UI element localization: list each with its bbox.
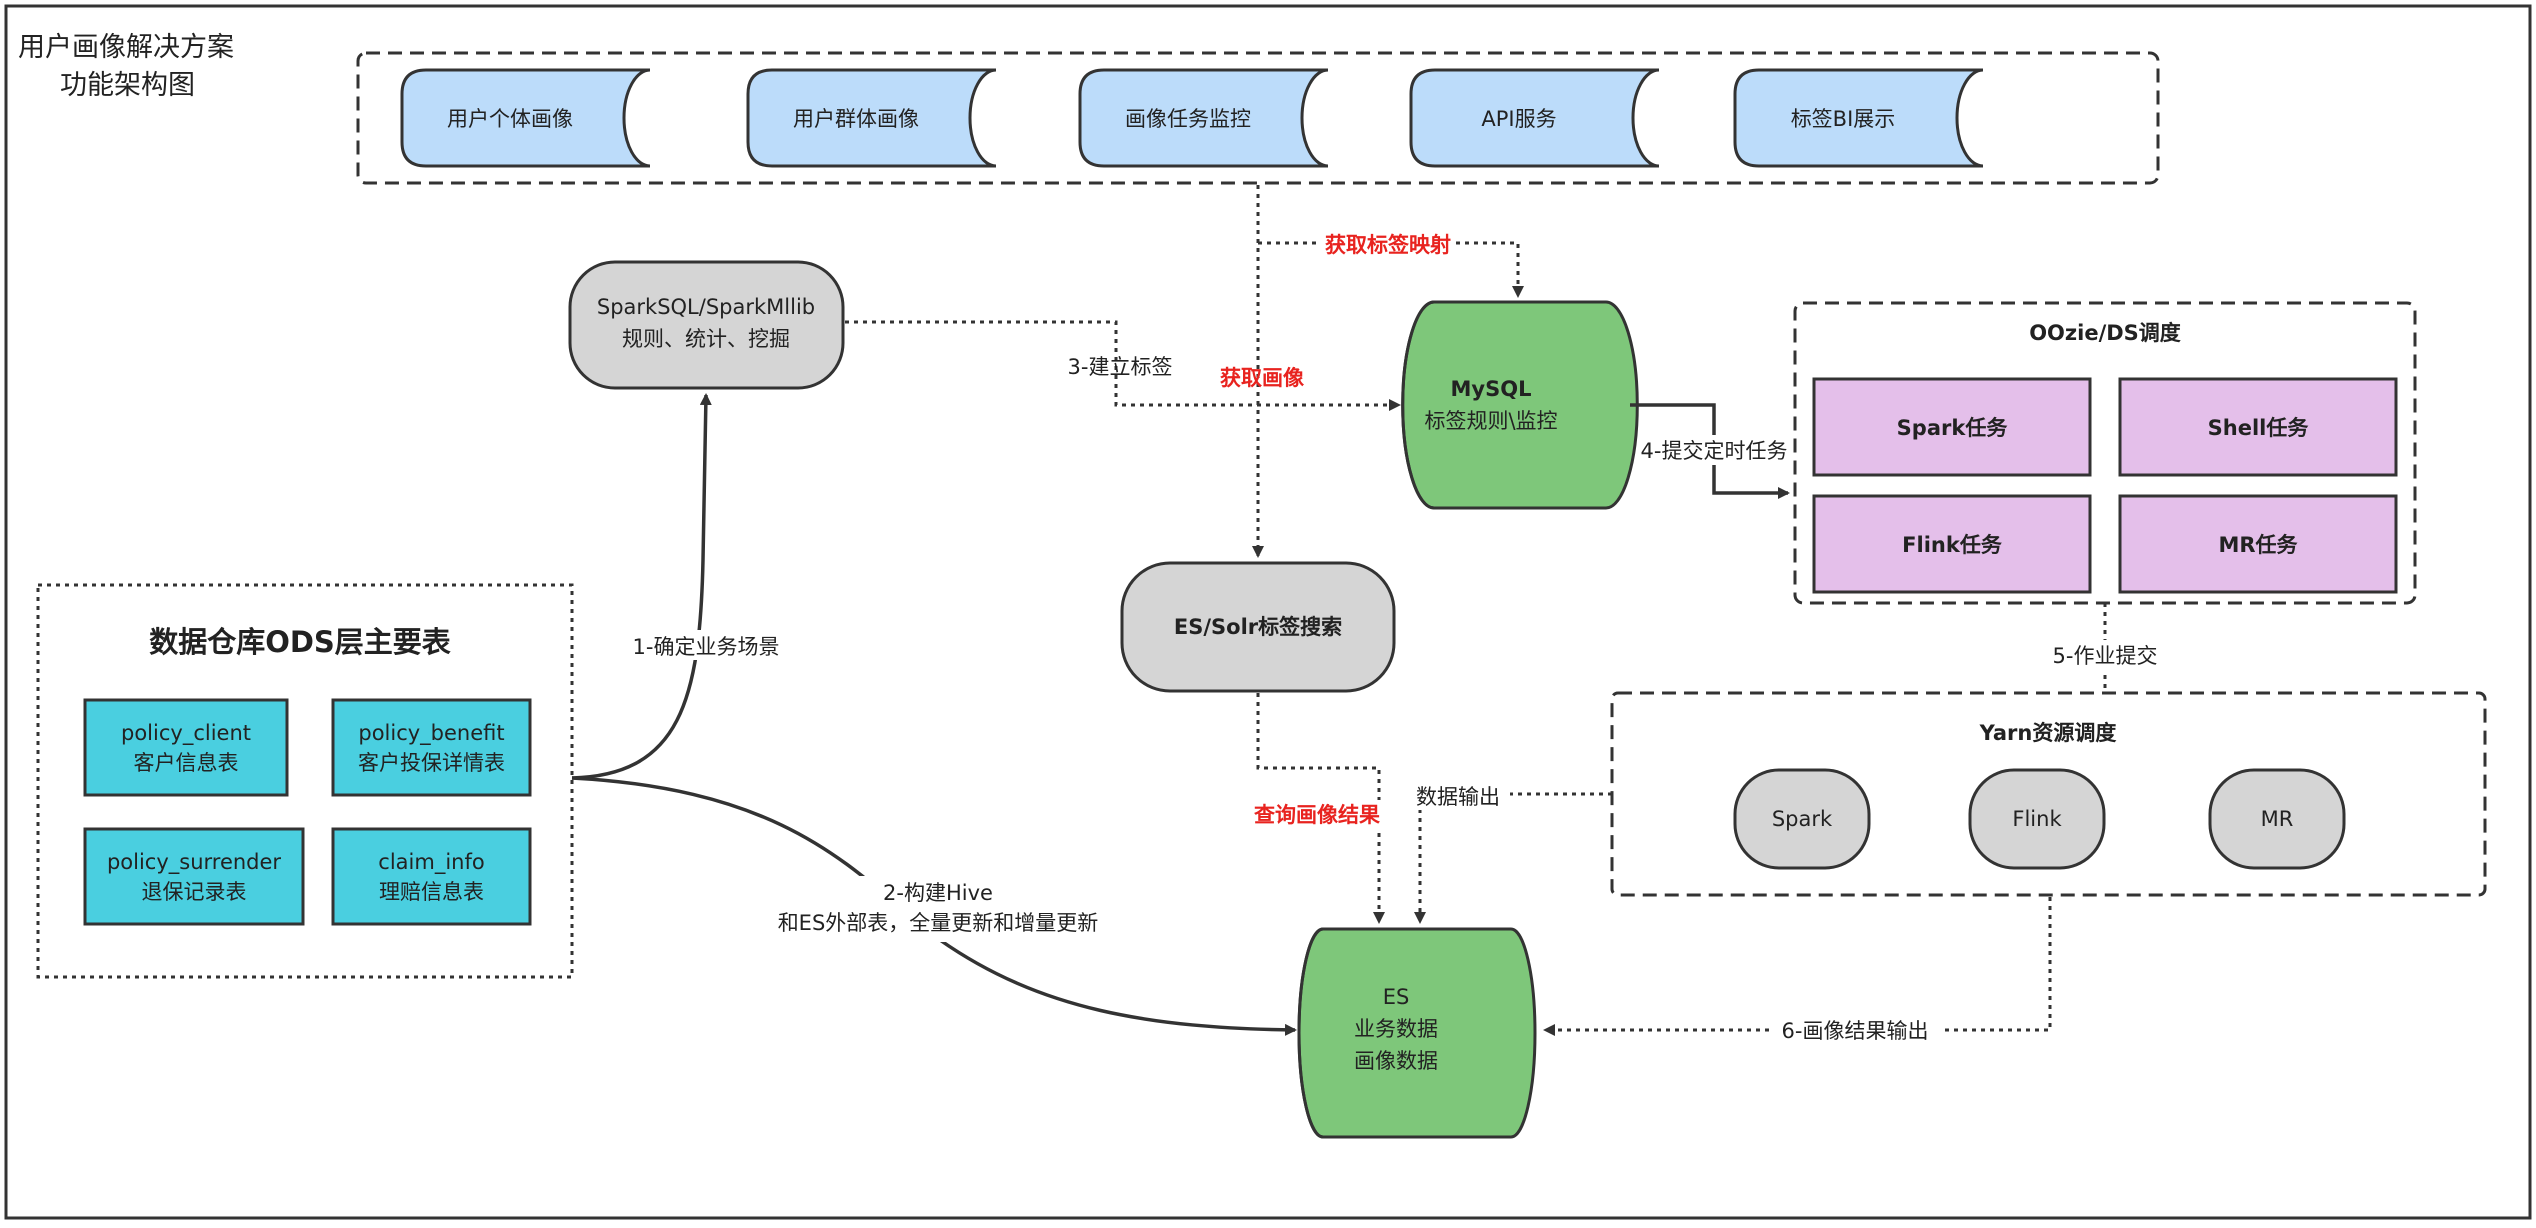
yarn-engine-label: Flink xyxy=(2012,807,2062,831)
ods-table-desc: 理赔信息表 xyxy=(379,880,484,904)
oozie-task-1[interactable]: Spark任务 xyxy=(1812,377,2092,477)
edge-confirm-scene xyxy=(571,393,712,780)
oozie-task-label: Shell任务 xyxy=(2208,416,2310,440)
yarn-engine-1[interactable]: Spark xyxy=(1733,768,1871,870)
edge-label-get-profile: 获取画像 xyxy=(1220,366,1305,390)
ods-table-4[interactable]: claim_info 理赔信息表 xyxy=(331,827,532,926)
edge-label-build-hive: 2-构建Hive xyxy=(883,881,993,905)
diagram-subtitle: 功能架构图 xyxy=(60,70,195,101)
oozie-scheduler-group: OOzie/DS调度 Spark任务 Shell任务 Flink任务 MR任务 xyxy=(1793,301,2417,605)
ods-table-desc: 客户投保详情表 xyxy=(358,751,505,775)
es-solr-label: ES/Solr标签搜索 xyxy=(1174,615,1342,639)
diagram-title: 用户画像解决方案 xyxy=(18,32,234,63)
edge-label-query-result: 查询画像结果 xyxy=(1254,803,1380,827)
es-store-sublabel-business: 业务数据 xyxy=(1354,1017,1438,1041)
ods-title: 数据仓库ODS层主要表 xyxy=(149,625,451,659)
yarn-resource-group: Yarn资源调度 Spark Flink MR xyxy=(1610,691,2487,897)
mysql-db[interactable]: MySQL 标签规则\监控 xyxy=(1401,300,1639,510)
top-module-2[interactable]: 用户群体画像 xyxy=(746,68,997,168)
yarn-title: Yarn资源调度 xyxy=(1979,721,2117,745)
oozie-task-4[interactable]: MR任务 xyxy=(2118,494,2398,594)
edge-label-submit-timed: 4-提交定时任务 xyxy=(1641,439,1788,463)
ods-table-name: policy_client xyxy=(121,721,251,746)
oozie-task-2[interactable]: Shell任务 xyxy=(2118,377,2398,477)
ods-table-name: claim_info xyxy=(378,850,484,875)
es-data-store[interactable]: ES 业务数据 画像数据 xyxy=(1297,927,1537,1139)
oozie-task-label: Spark任务 xyxy=(1897,416,2009,440)
spark-sql-label: SparkSQL/SparkMllib xyxy=(597,295,815,319)
es-solr-search-node[interactable]: ES/Solr标签搜索 xyxy=(1120,561,1396,693)
edge-label-job-submit: 5-作业提交 xyxy=(2053,644,2158,668)
ods-table-1[interactable]: policy_client 客户信息表 xyxy=(83,698,289,797)
edge-label-build-tag: 3-建立标签 xyxy=(1068,355,1173,379)
top-module-3[interactable]: 画像任务监控 xyxy=(1078,68,1329,168)
yarn-engine-label: Spark xyxy=(1772,807,1833,831)
mysql-label: MySQL xyxy=(1451,377,1532,401)
oozie-task-label: Flink任务 xyxy=(1902,533,2003,557)
spark-sql-sublabel: 规则、统计、挖掘 xyxy=(622,327,790,351)
top-module-label: 画像任务监控 xyxy=(1125,107,1251,131)
ods-table-group: 数据仓库ODS层主要表 policy_client 客户信息表 policy_ben… xyxy=(36,583,574,979)
edge-label-build-hive-sub: 和ES外部表，全量更新和增量更新 xyxy=(778,911,1099,935)
top-module-label: 标签BI展示 xyxy=(1791,107,1896,131)
top-module-label: API服务 xyxy=(1481,107,1556,131)
oozie-title: OOzie/DS调度 xyxy=(2029,321,2181,345)
edge-build-tag xyxy=(845,320,1401,411)
edge-label-profile-output: 6-画像结果输出 xyxy=(1782,1019,1929,1043)
yarn-engine-3[interactable]: MR xyxy=(2208,768,2346,870)
top-module-1[interactable]: 用户个体画像 xyxy=(400,68,651,168)
ods-table-desc: 退保记录表 xyxy=(142,880,247,904)
es-store-sublabel-profile: 画像数据 xyxy=(1354,1049,1438,1073)
oozie-task-3[interactable]: Flink任务 xyxy=(1812,494,2092,594)
top-module-group: 用户个体画像 用户群体画像 画像任务监控 API服务 标签BI展示 xyxy=(356,51,2160,185)
top-module-label: 用户群体画像 xyxy=(793,107,919,131)
ods-table-3[interactable]: policy_surrender 退保记录表 xyxy=(83,827,305,926)
top-module-5[interactable]: 标签BI展示 xyxy=(1733,68,1984,168)
oozie-task-label: MR任务 xyxy=(2218,533,2298,557)
yarn-engine-2[interactable]: Flink xyxy=(1968,768,2106,870)
ods-table-2[interactable]: policy_benefit 客户投保详情表 xyxy=(331,698,532,797)
spark-sql-node[interactable]: SparkSQL/SparkMllib 规则、统计、挖掘 xyxy=(568,260,845,390)
mysql-sublabel: 标签规则\监控 xyxy=(1424,409,1557,433)
yarn-engine-label: MR xyxy=(2261,807,2294,831)
ods-table-name: policy_benefit xyxy=(358,721,504,746)
edge-label-tag-mapping: 获取标签映射 xyxy=(1325,233,1451,257)
edge-label-confirm-scene: 1-确定业务场景 xyxy=(633,635,780,659)
edge-profile-output xyxy=(1543,897,2052,1036)
top-module-4[interactable]: API服务 xyxy=(1409,68,1660,168)
es-store-label: ES xyxy=(1383,985,1410,1009)
ods-table-desc: 客户信息表 xyxy=(134,751,239,775)
edge-query-result xyxy=(1256,693,1385,924)
edge-label-data-output: 数据输出 xyxy=(1416,785,1500,809)
top-module-label: 用户个体画像 xyxy=(447,107,573,131)
ods-table-name: policy_surrender xyxy=(107,850,281,875)
